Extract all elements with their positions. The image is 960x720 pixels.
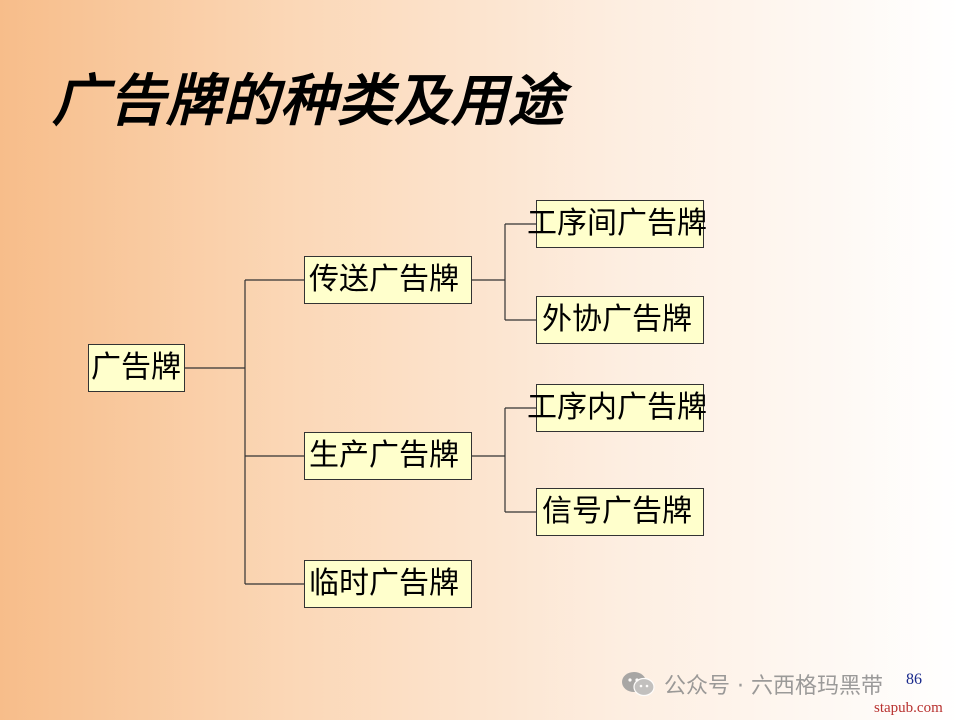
node-outsourcing: 外协广告牌 bbox=[536, 296, 704, 344]
node-signal: 信号广告牌 bbox=[536, 488, 704, 536]
node-inter-process-label: 工序间广告牌 bbox=[527, 206, 707, 241]
page-number: 86 bbox=[906, 671, 922, 688]
watermark: 公众号 · 六西格玛黑带 bbox=[620, 668, 883, 700]
slide-title: 广告牌的种类及用途 bbox=[52, 68, 565, 134]
node-root-label: 广告牌 bbox=[91, 350, 181, 385]
node-transfer-label: 传送广告牌 bbox=[309, 262, 459, 297]
node-production: 生产广告牌 bbox=[304, 432, 472, 480]
node-root: 广告牌 bbox=[88, 344, 185, 392]
node-production-label: 生产广告牌 bbox=[309, 438, 459, 473]
site-url: stapub.com bbox=[874, 700, 943, 716]
node-temporary: 临时广告牌 bbox=[304, 560, 472, 608]
node-temporary-label: 临时广告牌 bbox=[309, 566, 459, 601]
node-inter-process: 工序间广告牌 bbox=[527, 200, 707, 248]
node-in-process-label: 工序内广告牌 bbox=[527, 390, 707, 425]
wechat-icon bbox=[622, 672, 655, 697]
node-outsourcing-label: 外协广告牌 bbox=[542, 302, 692, 337]
node-signal-label: 信号广告牌 bbox=[542, 494, 692, 529]
node-transfer: 传送广告牌 bbox=[304, 256, 472, 304]
watermark-text: 公众号 · 六西格玛黑带 bbox=[664, 674, 883, 699]
node-in-process: 工序内广告牌 bbox=[527, 384, 707, 432]
